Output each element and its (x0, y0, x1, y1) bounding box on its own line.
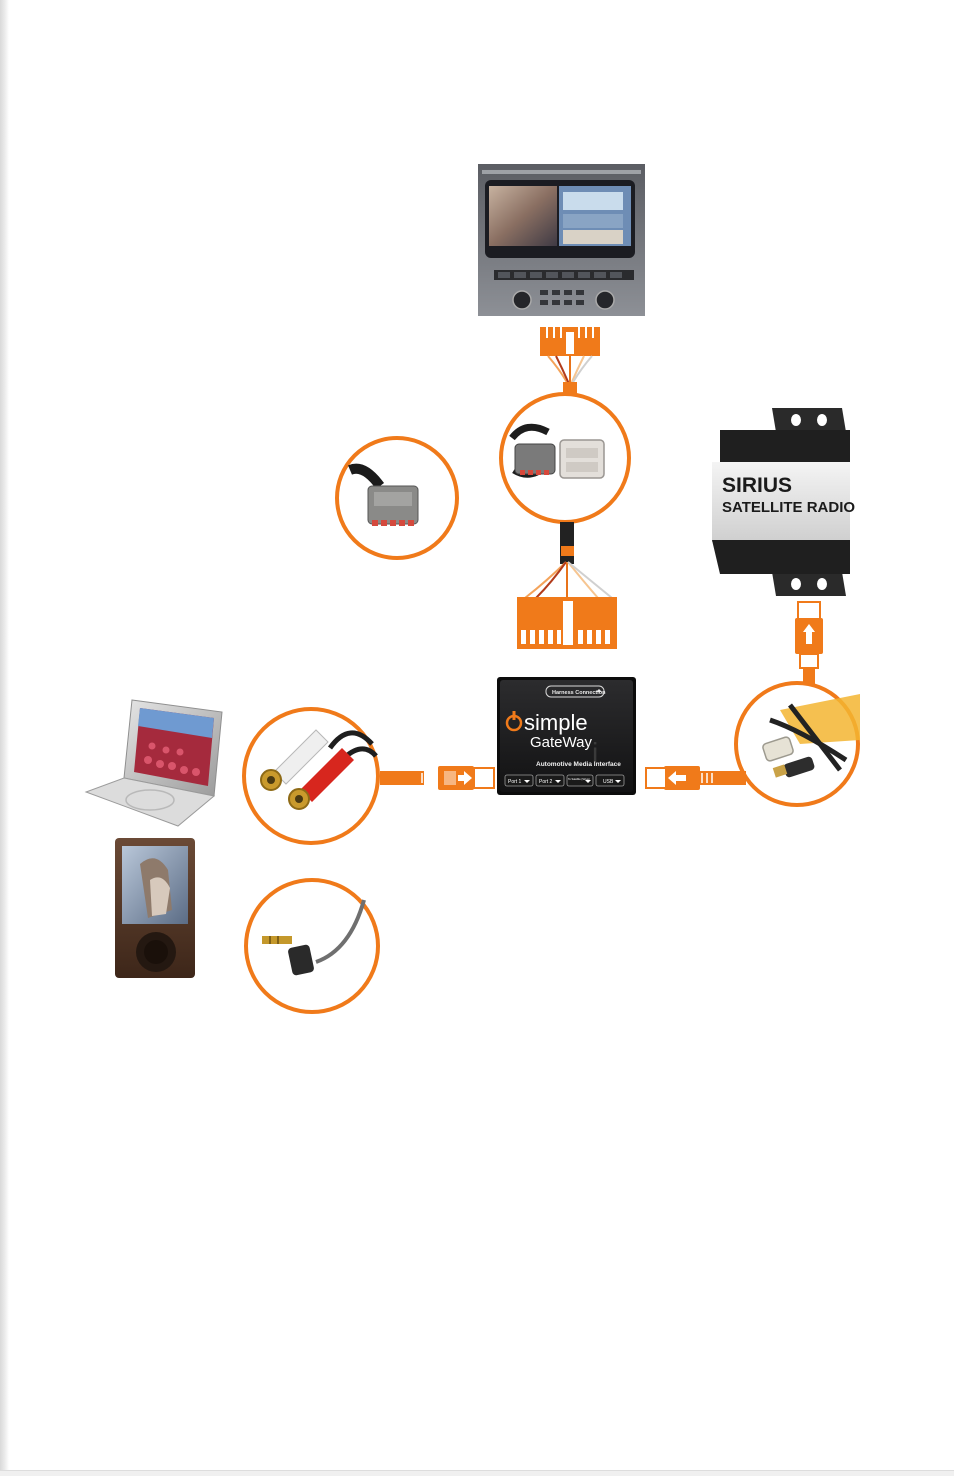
aux-35mm-cable-closeup (244, 878, 380, 1014)
gateway-port-1-label: Port 1 (508, 779, 522, 785)
right-arrow-icon (458, 771, 472, 785)
sirius-cable-plug (795, 601, 823, 690)
caret-up-icon (596, 689, 602, 692)
gateway-port-1 (504, 774, 534, 787)
page-edge-shadow (0, 0, 9, 1475)
chevron-down-icon (585, 780, 591, 783)
sirius-satellite-radio-module: SIRIUS SATELLITE RADIO (712, 408, 855, 596)
harness-connector-closeup (499, 392, 631, 524)
harness-cable-band (561, 546, 574, 556)
sirius-to-gateway-cable (645, 766, 746, 790)
watermark-glyph: i (592, 737, 598, 768)
harness-cable-segment (560, 522, 574, 564)
sirius-brand-label: SIRIUS (722, 474, 792, 497)
gateway-logo-gateway: GateWay (530, 734, 592, 751)
gateway-harness-tab-label: Harness Connection (552, 690, 606, 696)
chevron-down-icon (524, 780, 530, 783)
gateway-port-satellite (566, 774, 594, 787)
gateway-port-row: Port 1 Port 2 To Satellite (Sirius) USB (504, 774, 625, 787)
vehicle-harness-plug-top (540, 327, 600, 398)
rca-cable-closeup (242, 707, 380, 845)
gateway-port-satellite-label: To Satellite (Sirius) (568, 777, 590, 781)
vehicle-harness-plug-bottom (517, 561, 617, 649)
alt-harness-connector-closeup (335, 436, 459, 560)
left-arrow-icon (668, 771, 686, 785)
sirius-cable-closeup (734, 681, 860, 807)
portable-dvd-player-photo (84, 699, 223, 827)
gateway-tagline: Automotive Media Interface (536, 761, 621, 768)
gateway-port-2-label: Port 2 (539, 779, 553, 785)
pin-block-icon (444, 771, 456, 785)
gateway-port-usb-label: USB (603, 779, 614, 785)
sirius-subtitle-label: SATELLITE RADIO (722, 499, 855, 516)
gateway-port-usb (595, 774, 625, 787)
up-arrow-icon (803, 624, 815, 644)
chevron-down-icon (615, 780, 621, 783)
gateway-logo-simple: simple (524, 710, 588, 735)
gateway-port-2 (535, 774, 565, 787)
vehicle-dashboard-photo (478, 164, 645, 316)
isimple-gateway-module: Harness Connection simple GateWay i Auto… (497, 677, 636, 795)
aux-to-gateway-cable (380, 766, 495, 790)
page-bottom-edge (0, 1470, 954, 1476)
chevron-down-icon (555, 780, 561, 783)
portable-media-player-photo (115, 838, 195, 978)
